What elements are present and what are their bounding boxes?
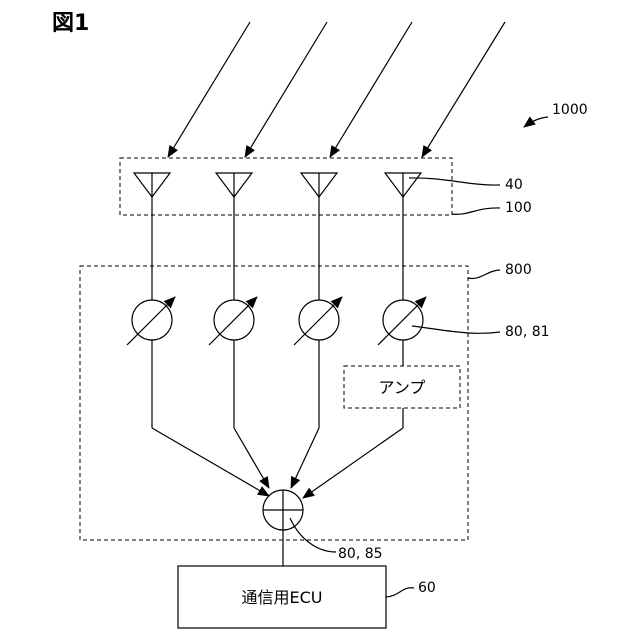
combine-arrow-3 — [291, 428, 319, 488]
incoming-arrow-4 — [422, 22, 505, 157]
phase-shifter-4 — [378, 297, 426, 345]
phase-shifter-2 — [209, 297, 257, 345]
incoming-arrow-1 — [168, 22, 250, 157]
circuit-box — [80, 266, 468, 540]
circuit-leader-line — [468, 270, 500, 279]
system-reference-label: 1000 — [552, 102, 588, 118]
antenna-2 — [216, 173, 252, 197]
combiner — [263, 490, 303, 530]
combiner-leader-line — [290, 518, 336, 552]
phase-shifter-1 — [127, 297, 175, 345]
antenna-unit-leader-line — [452, 208, 500, 214]
antenna-array — [134, 173, 421, 197]
antenna-leader-line — [409, 178, 500, 185]
incoming-arrow-2 — [245, 22, 327, 157]
combine-arrow-4 — [303, 428, 403, 498]
combine-arrow-1 — [152, 428, 269, 496]
amplifier-label: アンプ — [379, 378, 426, 397]
ecu-reference-label: 60 — [418, 580, 436, 596]
incoming-arrow-3 — [330, 22, 412, 157]
combiner-reference-label: 80, 85 — [338, 546, 383, 562]
phase-shifter-leader-line — [412, 326, 500, 333]
ecu-label: 通信用ECU — [242, 588, 323, 607]
phase-shifter-3 — [294, 297, 342, 345]
antenna-3 — [301, 173, 337, 197]
antenna-unit-box — [120, 158, 452, 215]
circuit-reference-label: 800 — [505, 262, 532, 278]
phase-shifter-reference-label: 80, 81 — [505, 324, 550, 340]
antenna-reference-label: 40 — [505, 177, 523, 193]
system-reference-arrow — [524, 117, 548, 127]
incoming-signal-arrows — [168, 22, 505, 157]
antenna-4 — [385, 173, 421, 197]
figure-title: 図1 — [52, 11, 89, 36]
antenna-unit-reference-label: 100 — [505, 200, 532, 216]
ecu-leader-line — [386, 588, 414, 597]
antenna-1 — [134, 173, 170, 197]
